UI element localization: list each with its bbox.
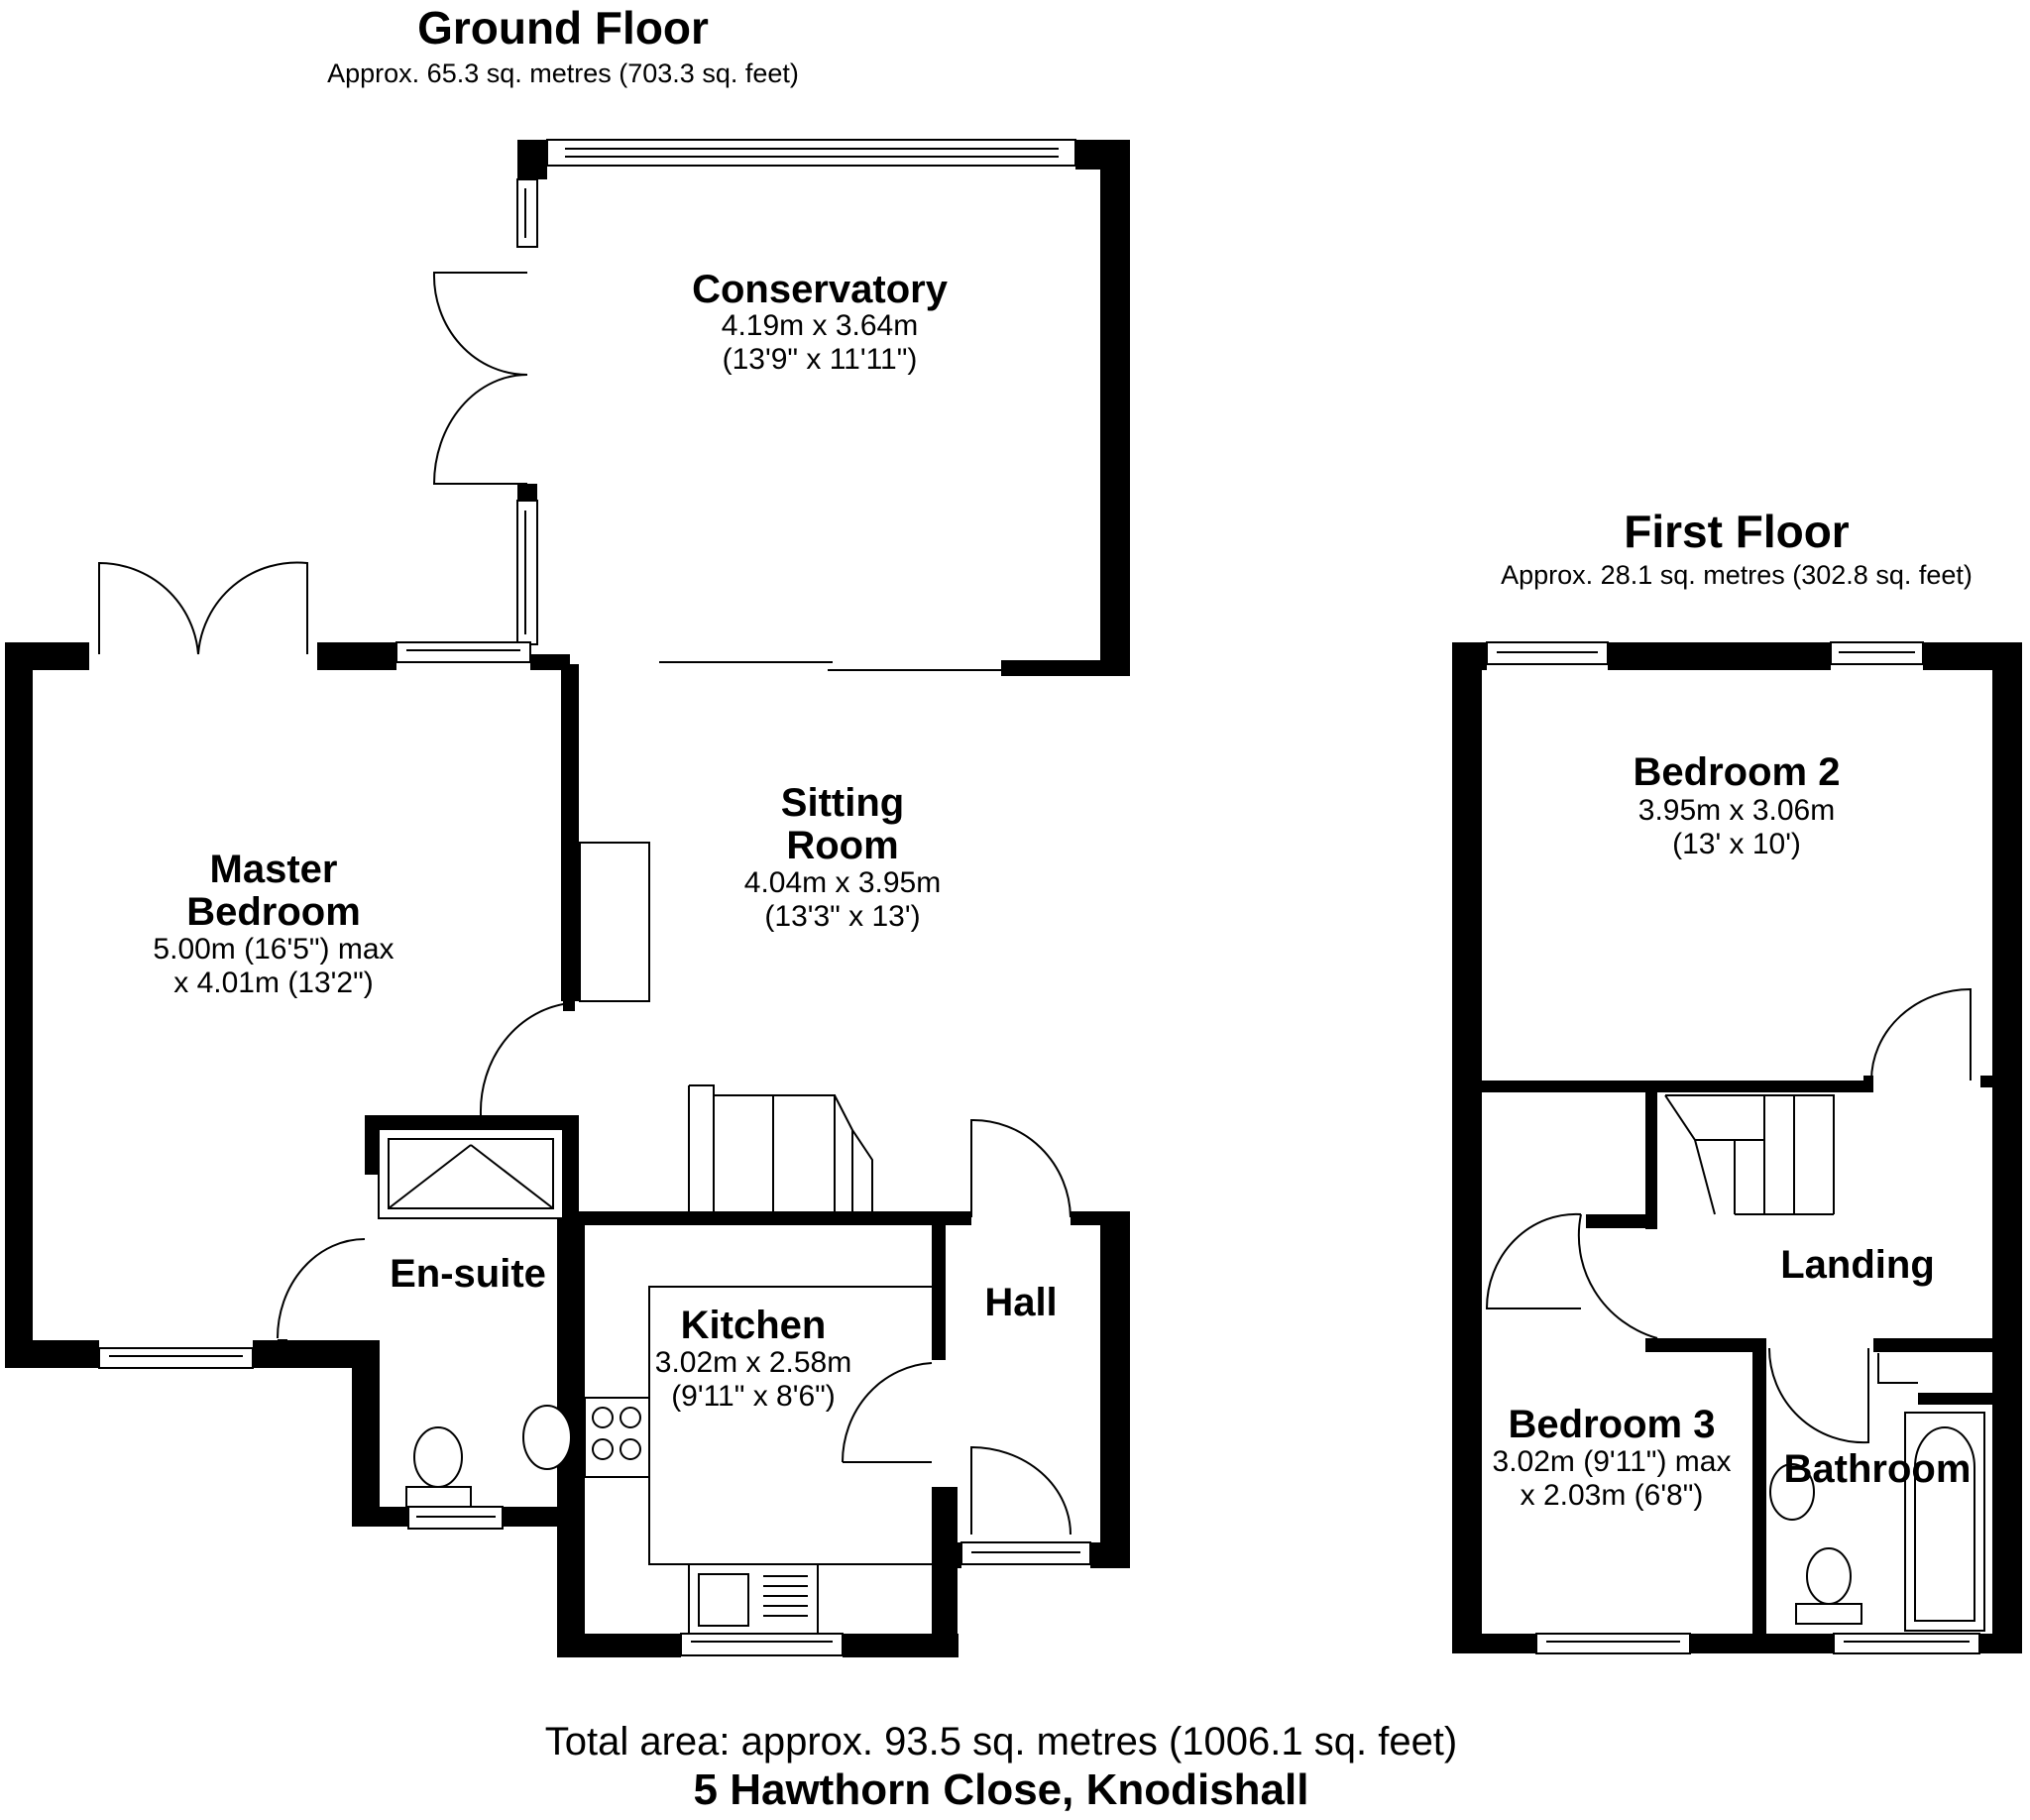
room-dimension: x 2.03m (6'8") [1521,1479,1704,1512]
room-dimension: 5.00m (16'5") max [153,933,394,966]
first-floor-area: Approx. 28.1 sq. metres (302.8 sq. feet) [1501,560,1973,590]
room-name: Bedroom 2 [1634,750,1841,794]
room-name: Hall [984,1281,1057,1324]
room-name: En-suite [390,1252,546,1296]
room-name: Bathroom [1784,1447,1972,1491]
room-dimension: 3.02m x 2.58m [655,1346,851,1379]
room-dimension: 4.19m x 3.64m [722,309,918,342]
first-floor-fixtures [1664,1094,1985,1632]
room-hall: Hall [984,1281,1057,1324]
room-dimension: (13' x 10') [1672,828,1801,860]
room-kitchen: Kitchen 3.02m x 2.58m (9'11" x 8'6") [655,1304,851,1413]
room-dimension: 3.95m x 3.06m [1638,794,1835,827]
first-floor-title: First Floor [1624,506,1850,557]
room-landing: Landing [1780,1243,1935,1287]
room-conservatory: Conservatory 4.19m x 3.64m (13'9" x 11'1… [692,268,949,376]
first-floor-walls [1452,642,2022,1653]
ground-floor-fixtures [378,842,932,1635]
total-area: Total area: approx. 93.5 sq. metres (100… [545,1720,1458,1763]
room-master-bedroom: Master Bedroom 5.00m (16'5") max x 4.01m… [153,848,394,999]
ground-floor-title: Ground Floor [417,2,709,54]
room-dimension: (13'9" x 11'11") [723,343,918,376]
room-name: Bedroom [186,890,361,934]
room-sitting-room: Sitting Room 4.04m x 3.95m (13'3" x 13') [744,781,941,933]
room-bathroom: Bathroom [1784,1447,1972,1491]
room-dimension: 3.02m (9'11") max [1493,1445,1732,1478]
room-name: Kitchen [681,1304,827,1347]
room-bedroom-3: Bedroom 3 3.02m (9'11") max x 2.03m (6'8… [1493,1403,1732,1512]
room-name: Master [210,848,338,891]
room-name: Conservatory [692,268,949,311]
room-dimension: x 4.01m (13'2") [173,967,373,999]
first-floor-openings [1485,641,1992,1654]
room-dimension: (13'3" x 13') [764,900,920,933]
room-name: Landing [1780,1243,1935,1287]
ground-floor-walls [5,140,1130,1657]
ground-floor-area: Approx. 65.3 sq. metres (703.3 sq. feet) [327,58,799,88]
room-name: Sitting [781,781,904,825]
room-name: Room [786,824,898,867]
ground-floor-openings [98,139,1091,1656]
property-address: 5 Hawthorn Close, Knodishall [694,1765,1309,1814]
room-dimension: 4.04m x 3.95m [744,866,941,899]
room-name: Bedroom 3 [1509,1403,1716,1446]
room-dimension: (9'11" x 8'6") [671,1380,836,1413]
room-en-suite: En-suite [390,1252,546,1296]
room-bedroom-2: Bedroom 2 3.95m x 3.06m (13' x 10') [1634,750,1841,860]
